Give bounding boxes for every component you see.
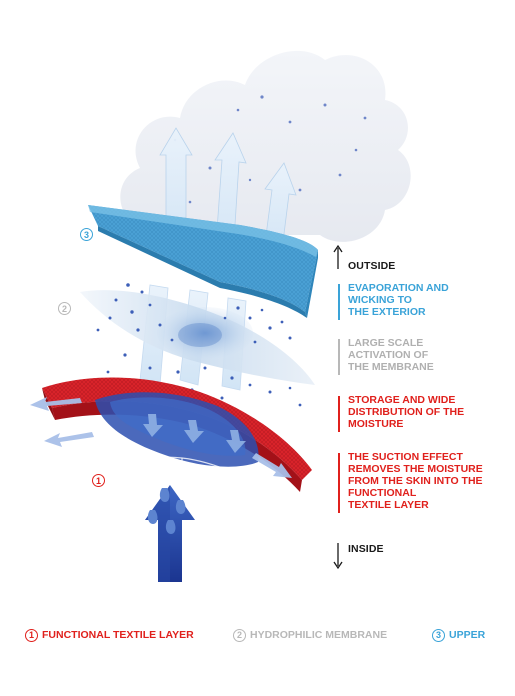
upper-layer <box>88 205 318 318</box>
outside-label: OUTSIDE <box>348 260 396 272</box>
inside-label: INSIDE <box>348 543 384 555</box>
moisture-inflow-arrow <box>145 485 195 582</box>
storage-line-3: MOISTURE <box>348 418 404 430</box>
legend-label-functional: FUNCTIONAL TEXTILE LAYER <box>42 629 194 641</box>
legend-marker-3: 3 <box>432 628 445 642</box>
membrane-line-1: LARGE SCALE <box>348 337 424 349</box>
storage-line-2: DISTRIBUTION OF THE <box>348 406 465 418</box>
evaporation-line-3: THE EXTERIOR <box>348 306 426 318</box>
evaporation-line-1: EVAPORATION AND <box>348 282 449 294</box>
inside-arrow <box>333 543 343 570</box>
vapor-cloud <box>120 50 411 242</box>
outside-arrow <box>333 244 343 269</box>
evaporation-line-2: WICKING TO <box>348 294 412 306</box>
suction-annotation: THE SUCTION EFFECT REMOVES THE MOISTURE … <box>338 451 508 515</box>
storage-annotation: STORAGE AND WIDE DISTRIBUTION OF THE MOI… <box>338 394 508 434</box>
legend-marker-1: 1 <box>25 628 38 642</box>
suction-line-5: TEXTILE LAYER <box>348 499 429 511</box>
functional-textile-layer <box>30 377 312 492</box>
legend-label-membrane: HYDROPHILIC MEMBRANE <box>250 629 388 641</box>
legend-upper: 3 UPPER <box>432 626 485 644</box>
membrane-annotation: LARGE SCALE ACTIVATION OF THE MEMBRANE <box>338 337 508 377</box>
evaporation-bar <box>338 284 340 320</box>
functional-layer-marker: 1 <box>92 474 105 487</box>
evaporation-annotation: EVAPORATION AND WICKING TO THE EXTERIOR <box>338 282 508 322</box>
membrane-line-2: ACTIVATION OF <box>348 349 429 361</box>
legend-label-upper: UPPER <box>449 629 486 641</box>
membrane-layer-marker: 2 <box>58 302 71 315</box>
suction-line-3: FROM THE SKIN INTO THE <box>348 475 483 487</box>
storage-bar <box>338 396 340 432</box>
hydrophilic-membrane <box>80 290 315 385</box>
legend-functional-textile-layer: 1 FUNCTIONAL TEXTILE LAYER <box>25 626 194 644</box>
suction-bar <box>338 453 340 513</box>
suction-line-1: THE SUCTION EFFECT <box>348 451 463 463</box>
storage-line-1: STORAGE AND WIDE <box>348 394 456 406</box>
suction-line-4: FUNCTIONAL <box>348 487 417 499</box>
membrane-line-3: THE MEMBRANE <box>348 361 434 373</box>
suction-line-2: REMOVES THE MOISTURE <box>348 463 483 475</box>
membrane-bar <box>338 339 340 375</box>
legend-marker-2: 2 <box>233 628 246 642</box>
upper-layer-marker: 3 <box>80 228 93 241</box>
legend-hydrophilic-membrane: 2 HYDROPHILIC MEMBRANE <box>233 626 387 644</box>
